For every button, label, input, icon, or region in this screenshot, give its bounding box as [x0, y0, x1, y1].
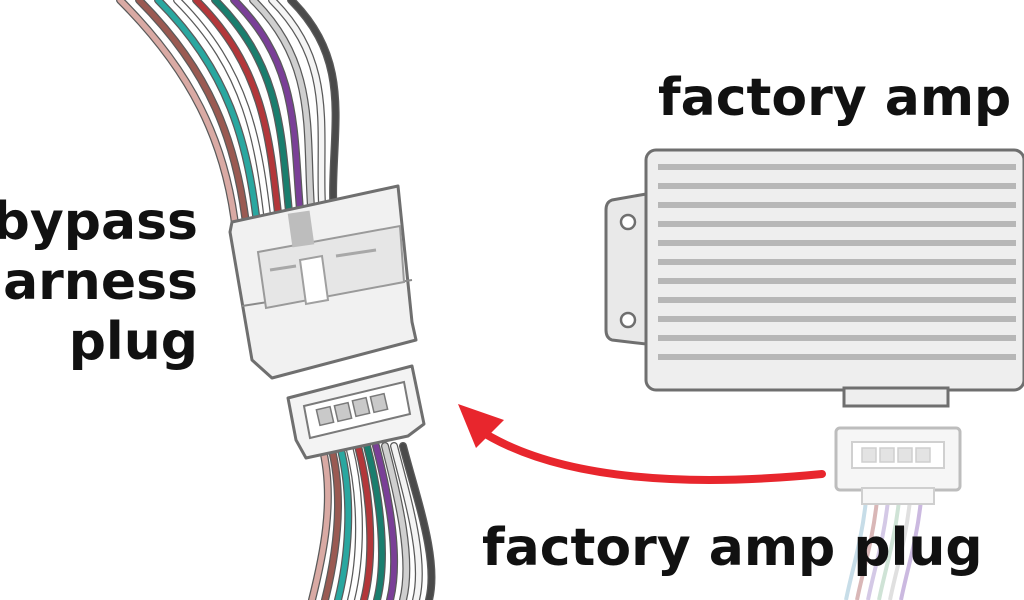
amp-plug-wire-3 [877, 499, 901, 600]
amp-fin-6 [658, 278, 1016, 284]
factory-amp-label: factory amp [658, 68, 1012, 128]
amp-plug-wire-4 [888, 499, 912, 600]
harness-wires-lower [308, 442, 436, 600]
wire-lower-2 [335, 443, 351, 600]
wire-upper-8 [269, 0, 327, 235]
harness-wires-upper [116, 0, 340, 236]
amp-plug-wire-2 [866, 499, 890, 600]
bypass-label-line-1: bypass [0, 192, 198, 252]
wire-lower-6 [373, 443, 397, 600]
wire-lower-8 [391, 443, 422, 600]
wire-upper-0 [117, 0, 239, 235]
wire-lower-3 [346, 443, 362, 600]
amp-plug-wire-1 [855, 499, 879, 600]
amp-fin-2 [658, 202, 1016, 208]
bypass-label-line-2: arness [3, 252, 198, 312]
amp-fin-10 [658, 354, 1016, 360]
amp-fin-1 [658, 183, 1016, 189]
amp-plug-wire-5 [899, 499, 923, 600]
wire-upper-1 [136, 0, 250, 235]
wire-lower-7 [382, 443, 410, 600]
wire-upper-6 [231, 0, 305, 235]
amp-fin-0 [658, 164, 1016, 170]
wire-upper-7 [250, 0, 316, 235]
bypass-label-line-3: plug [68, 312, 198, 372]
factory-amp-plug [834, 426, 962, 600]
amp-cooling-fins [658, 164, 1016, 360]
wire-lower-9 [400, 443, 435, 600]
amp-fin-3 [658, 221, 1016, 227]
wire-upper-5 [212, 0, 294, 235]
amp-fin-5 [658, 259, 1016, 265]
wire-upper-9 [288, 0, 339, 235]
factory-amp-plug-label: factory amp plug [482, 518, 983, 578]
wire-upper-2 [155, 0, 261, 235]
bypass-harness-plug-label: bypass arness plug [0, 192, 198, 372]
harness-mating-plug [286, 364, 426, 460]
amp-fin-8 [658, 316, 1016, 322]
wire-lower-0 [309, 443, 331, 600]
bypass-harness-plug [228, 184, 418, 380]
wire-lower-4 [355, 443, 373, 600]
amp-plug-wire-0 [844, 499, 868, 600]
wire-lower-1 [322, 443, 341, 600]
amp-fin-7 [658, 297, 1016, 303]
connection-arrow [458, 404, 826, 484]
wire-upper-4 [193, 0, 283, 235]
wire-upper-3 [174, 0, 272, 235]
amp-fin-9 [658, 335, 1016, 341]
factory-amp [604, 148, 1024, 408]
amp-plug-wires [844, 499, 923, 600]
amp-fin-4 [658, 240, 1016, 246]
wire-lower-5 [364, 443, 385, 600]
